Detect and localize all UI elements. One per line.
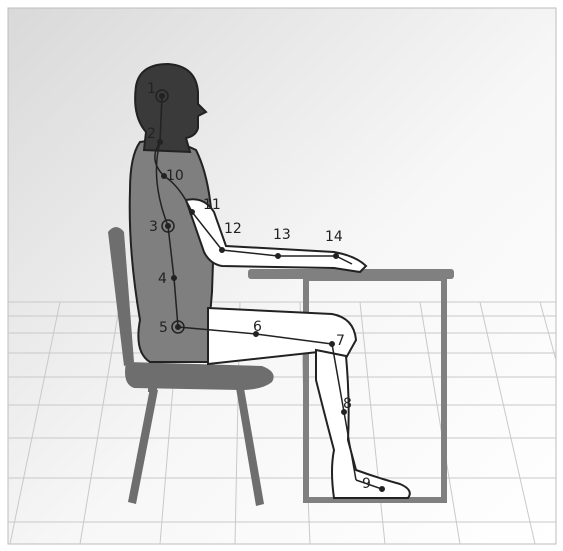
joint-label-8: 8	[343, 396, 352, 412]
chair-seat	[125, 362, 274, 390]
joint-label-6: 6	[253, 319, 262, 335]
joint-label-11: 11	[203, 197, 221, 213]
joint-label-2: 2	[147, 126, 156, 142]
joint-label-12: 12	[224, 221, 242, 237]
joint-label-7: 7	[336, 333, 345, 349]
joint-label-3: 3	[149, 219, 158, 235]
joint-label-5: 5	[159, 320, 168, 336]
joint-label-4: 4	[158, 271, 167, 287]
joint-label-10: 10	[166, 168, 184, 184]
joint-label-1: 1	[147, 81, 156, 97]
joint-label-9: 9	[362, 476, 371, 492]
joint-label-13: 13	[273, 227, 291, 243]
joint-label-14: 14	[325, 229, 343, 245]
